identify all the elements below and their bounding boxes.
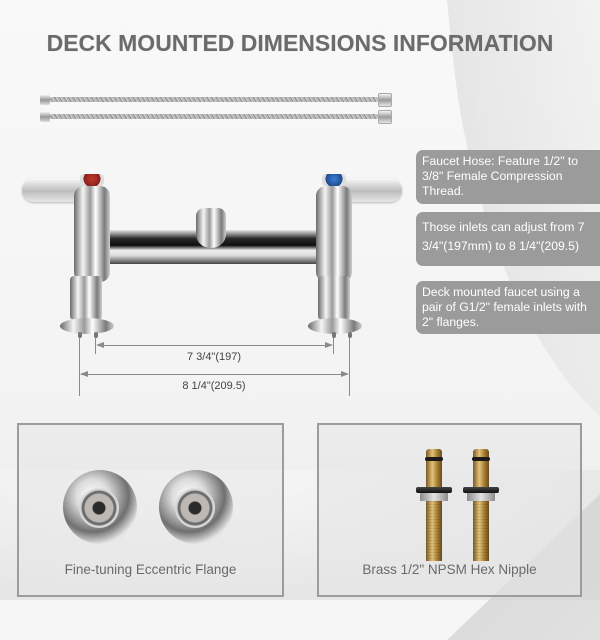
eccentric-flange-icon <box>159 470 233 544</box>
eccentric-flange-icon <box>63 470 137 544</box>
info-box-hose: Faucet Hose: Feature 1/2" to 3/8" Female… <box>416 150 600 204</box>
panel-eccentric-flange: Fine-tuning Eccentric Flange <box>17 423 284 597</box>
hot-indicator-icon <box>80 174 104 186</box>
brass-nipple-icon <box>463 449 499 561</box>
left-inlet <box>70 276 102 320</box>
faucet-illustration <box>18 172 408 342</box>
info-box-deck-mount: Deck mounted faucet using a pair of G1/2… <box>416 281 600 334</box>
right-valve-body <box>316 186 352 282</box>
supply-hose-icon <box>40 93 392 107</box>
page-title: DECK MOUNTED DIMENSIONS INFORMATION <box>46 30 554 56</box>
supply-hose-icon <box>40 110 392 124</box>
panel-label: Fine-tuning Eccentric Flange <box>64 562 237 577</box>
left-flange <box>60 318 114 334</box>
info-box-inlet-range: Those inlets can adjust from 7 3/4"(197m… <box>416 212 600 266</box>
panel-label: Brass 1/2" NPSM Hex Nipple <box>362 562 537 577</box>
brass-nipple-icon <box>416 449 452 561</box>
left-valve-body <box>74 186 110 282</box>
right-inlet <box>318 276 350 320</box>
dimension-outer-label: 8 1/4"(209.5) <box>182 380 246 392</box>
dimension-inner-label: 7 3/4"(197) <box>186 351 242 363</box>
spout-outlet <box>196 208 226 248</box>
cold-indicator-icon <box>322 174 346 186</box>
right-flange <box>308 318 362 334</box>
panel-hex-nipple: Brass 1/2" NPSM Hex Nipple <box>317 423 582 597</box>
